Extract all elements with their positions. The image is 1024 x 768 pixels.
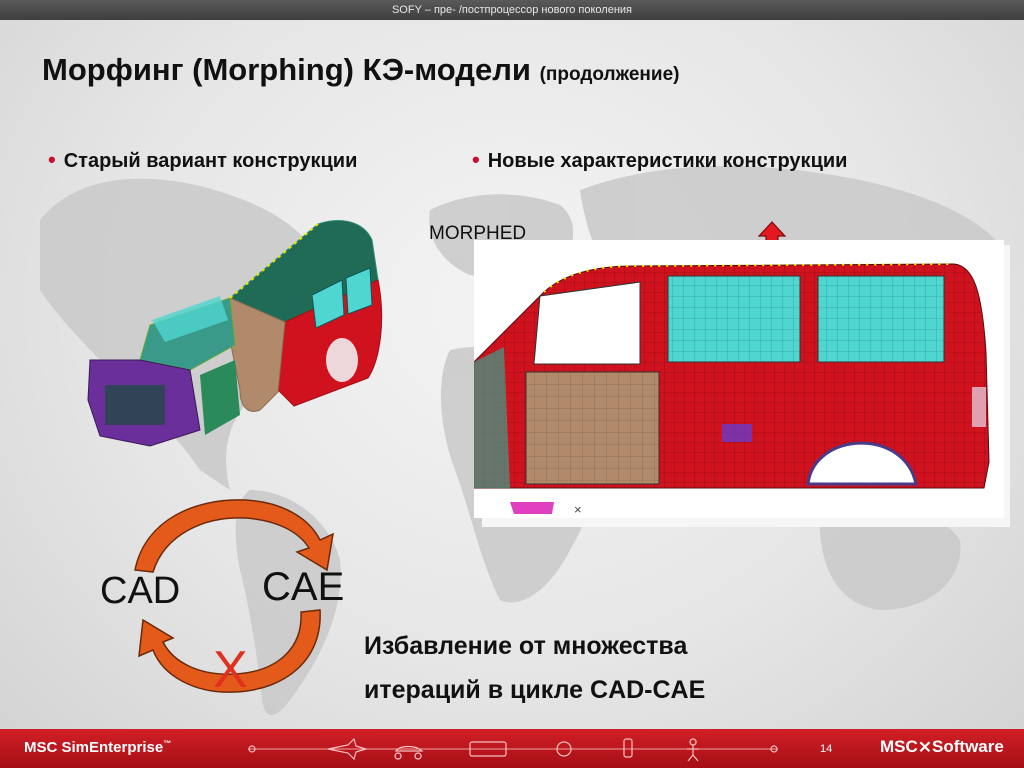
cad-cae-cycle-arrows <box>134 499 334 693</box>
header-tagline: SOFY – пре- /постпроцессор нового поколе… <box>0 0 1024 20</box>
bullet-old-design: • Старый вариант конструкции <box>48 147 357 173</box>
footer-brand-left-text: MSC SimEnterprise <box>24 739 164 756</box>
conclusion-text: Избавление от множества итераций в цикле… <box>364 624 705 712</box>
footer-brand-left: MSC SimEnterprise™ <box>24 739 171 756</box>
gear-icon <box>556 741 572 757</box>
conclusion-line-2: итераций в цикле CAD-CAE <box>364 676 706 704</box>
slide-title-main: Морфинг (Morphing) КЭ-модели <box>42 52 531 87</box>
phone-icon <box>623 738 633 758</box>
person-icon <box>687 738 699 762</box>
svg-text:×: × <box>574 502 582 517</box>
cross-mark: X <box>213 641 248 699</box>
morphed-label: MORPHED <box>429 223 527 244</box>
conclusion-line-1: Избавление от множества <box>364 632 688 660</box>
bullet-new-design: • Новые характеристики конструкции <box>472 147 847 173</box>
page-number: 14 <box>820 743 833 755</box>
bullet-new-design-text: Новые характеристики конструкции <box>487 150 848 172</box>
footer-brand-left-tm: ™ <box>163 739 172 748</box>
footer-brand-right: MSC⨯Software <box>880 737 1004 756</box>
car-icon <box>394 745 424 760</box>
airplane-icon <box>327 737 369 761</box>
slide-title-suffix: (продолжение) <box>539 64 680 85</box>
bullet-dot: • <box>472 147 480 172</box>
morphed-van-model-image: × <box>474 263 990 517</box>
bullet-dot: • <box>48 147 56 172</box>
slide-title: Морфинг (Morphing) КЭ-модели (продолжени… <box>42 52 679 88</box>
bullet-old-design-text: Старый вариант конструкции <box>63 150 358 172</box>
cae-label: CAE <box>262 565 345 609</box>
footer-industry-icons <box>248 737 778 762</box>
cad-label: CAD <box>100 570 181 612</box>
original-van-model-image <box>87 220 383 447</box>
bus-icon <box>469 741 507 757</box>
